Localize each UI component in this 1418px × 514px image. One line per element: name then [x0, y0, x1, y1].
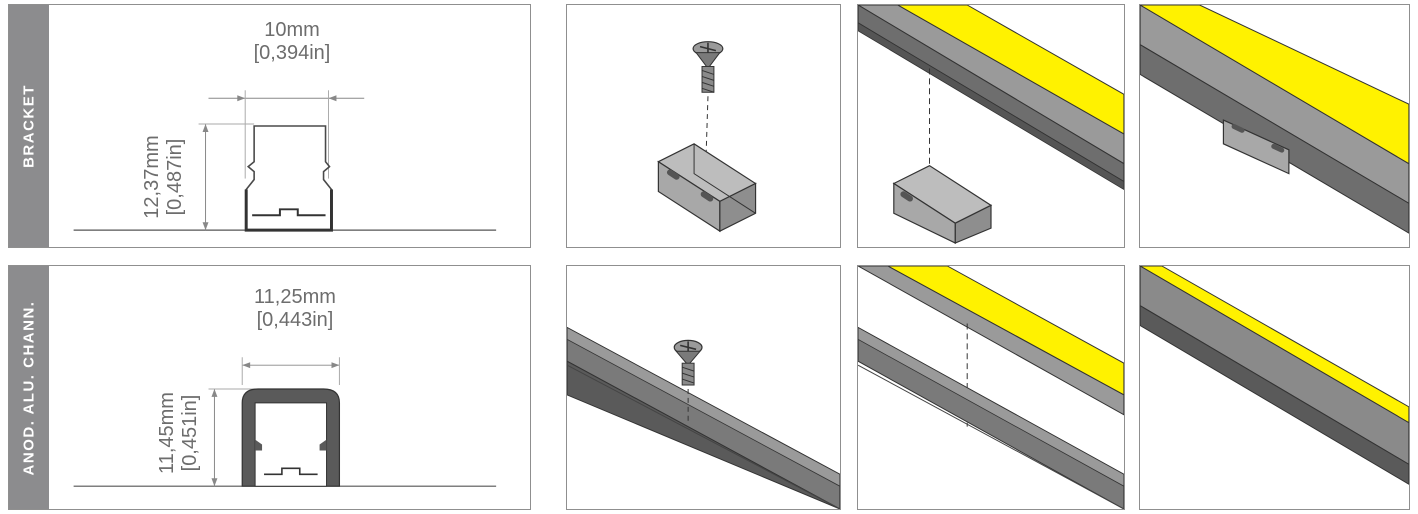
bracket-height-label: 12,37mm [0,487in]: [141, 135, 186, 219]
aluminium-channel-icon: [1140, 266, 1409, 485]
led-channel-icon: [1140, 5, 1409, 234]
channel-profile-panel: ANOD. ALU. CHANN. 11,25mm [0,443in] 11,4…: [8, 265, 531, 510]
bracket-icon: [657, 143, 757, 233]
channel-label-tab: ANOD. ALU. CHANN.: [9, 266, 49, 509]
bracket-width-label: 10mm [0,394in]: [253, 19, 331, 64]
channel-step-1-panel: [566, 265, 841, 510]
screw-icon: [692, 41, 724, 93]
bracket-profile-panel: BRACKET 10mm [0,394in] 12,37mm [0,487in]: [8, 4, 531, 248]
led-strip-icon: [858, 266, 1124, 416]
bracket-icon: [1222, 119, 1290, 175]
bracket-icon: [892, 164, 993, 244]
channel-height-label: 11,45mm [0,451in]: [156, 392, 201, 474]
bracket-label-tab: BRACKET: [9, 5, 49, 247]
screw-icon: [673, 339, 703, 386]
aluminium-channel-icon: [858, 326, 1124, 509]
channel-cavity: [254, 402, 328, 487]
bracket-profile-drawing: [73, 90, 497, 232]
channel-width-label: 11,25mm [0,443in]: [254, 286, 336, 331]
led-channel-icon: [858, 5, 1124, 190]
bracket-clip: [244, 189, 333, 232]
bracket-step-2-panel: [857, 4, 1125, 248]
bracket-step-1-panel: [566, 4, 841, 248]
aluminium-channel-icon: [567, 326, 840, 509]
bracket-step-3-panel: [1139, 4, 1410, 248]
channel-step-2-panel: [857, 265, 1125, 510]
channel-step-3-panel: [1139, 265, 1410, 510]
channel-profile-drawing: [73, 357, 497, 487]
